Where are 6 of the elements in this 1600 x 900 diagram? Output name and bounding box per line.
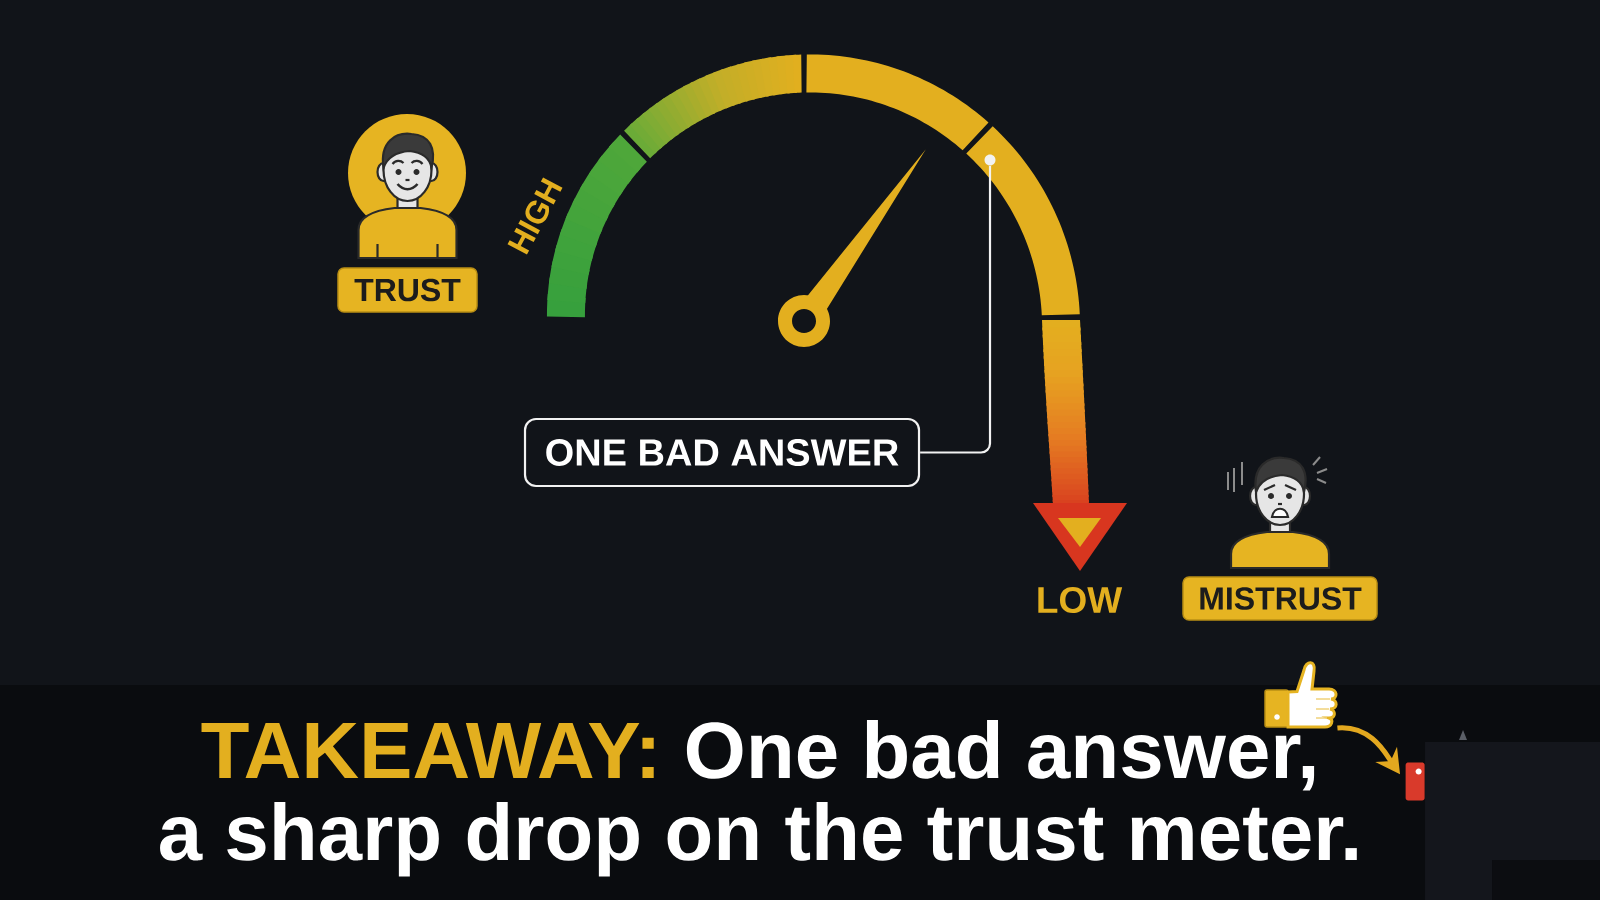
thumbs-up-icon <box>1264 661 1338 729</box>
label-tag: MISTRUST <box>1182 576 1378 621</box>
scale-label: LOW <box>1038 586 1123 614</box>
label-tag: TRUST <box>337 267 478 313</box>
caption-band: TAKEAWAY: One bad answer, a sharp drop on the trust meter. <box>0 685 1600 900</box>
callout-box: ONE BAD ANSWER <box>523 417 921 488</box>
